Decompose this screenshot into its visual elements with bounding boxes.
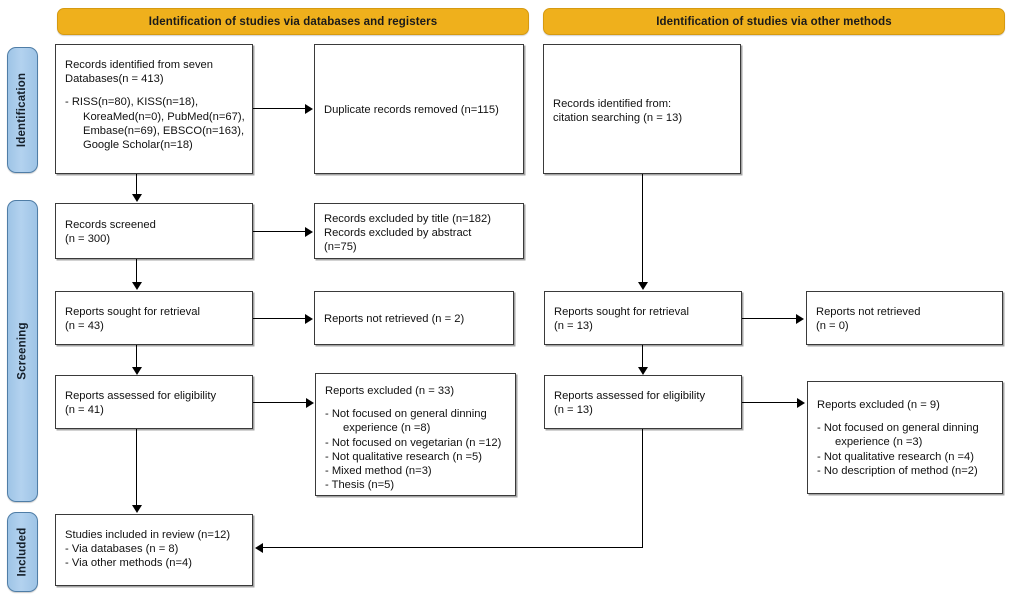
reports-not-retrieved-db-line1: Reports not retrieved (n = 2) (324, 313, 465, 325)
reports-sought-other-line2: (n = 13) (554, 320, 593, 333)
arrowhead-other-to-included (255, 543, 263, 553)
box-reports-assessed-other: Reports assessed for eligibility (n = 13… (544, 375, 742, 429)
reports-assessed-other-line2: (n = 13) (554, 404, 593, 417)
reports-excluded-other-item-2: - Not qualitative research (n =4) (817, 450, 975, 463)
phase-identification-text: Identification (16, 72, 29, 148)
reports-sought-db-line2: (n = 43) (65, 320, 104, 333)
arrowhead-assessed-to-excluded-db (306, 398, 314, 408)
reports-excluded-other-item-1: experience (n =3) (835, 436, 923, 449)
box-reports-not-retrieved-other: Reports not retrieved (n = 0) (806, 291, 1003, 345)
reports-excluded-db-heading: Reports excluded (n = 33) (325, 385, 455, 397)
banner-other-methods: Identification of studies via other meth… (543, 8, 1005, 35)
records-identified-line2: Databases(n = 413) (65, 73, 164, 86)
records-identified-detail4: Google Scholar(n=18) (83, 139, 193, 152)
connector-identified-other-to-sought (642, 174, 644, 284)
box-reports-not-retrieved-databases: Reports not retrieved (n = 2) (314, 291, 514, 345)
box-reports-assessed-databases: Reports assessed for eligibility (n = 41… (55, 375, 253, 429)
reports-excluded-db-item-0: - Not focused on general dinning (325, 408, 487, 421)
arrowhead-assessed-to-included (132, 505, 142, 513)
connector-screened-to-excluded (253, 231, 305, 233)
records-excluded-line3: (n=75) (324, 241, 357, 254)
connector-identified-to-duplicates (253, 108, 305, 110)
reports-not-retrieved-other-line1: Reports not retrieved (816, 306, 921, 318)
reports-excluded-other-item-0: - Not focused on general dinning (817, 422, 979, 435)
phase-included-text: Included (16, 527, 29, 577)
arrowhead-assessed-to-excluded-other (797, 398, 805, 408)
arrowhead-identified-to-screened (132, 194, 142, 202)
duplicates-removed-line1: Duplicate records removed (n=115) (324, 104, 499, 116)
box-duplicate-records-removed: Duplicate records removed (n=115) (314, 44, 524, 174)
box-studies-included: Studies included in review (n=12) - Via … (55, 514, 253, 586)
records-identified-line1: Records identified from seven (65, 59, 213, 71)
reports-excluded-db-item-3: - Not qualitative research (n =5) (325, 450, 483, 463)
banner-other-label: Identification of studies via other meth… (656, 15, 892, 28)
records-excluded-line1: Records excluded by title (n=182) (324, 213, 491, 225)
reports-assessed-db-line1: Reports assessed for eligibility (65, 390, 217, 402)
box-records-excluded: Records excluded by title (n=182) Record… (314, 203, 524, 259)
reports-not-retrieved-other-line2: (n = 0) (816, 320, 849, 333)
reports-excluded-other-heading: Reports excluded (n = 9) (817, 399, 940, 411)
reports-excluded-db-item-2: - Not focused on vegetarian (n =12) (325, 436, 502, 449)
records-identified-detail3: Embase(n=69), EBSCO(n=163), (83, 124, 245, 137)
phase-label-identification: Identification (7, 47, 38, 173)
studies-included-line2: - Via databases (n = 8) (65, 543, 179, 556)
connector-assessed-to-excluded-other (742, 402, 797, 404)
reports-excluded-other-item-3: - No description of method (n=2) (817, 464, 978, 477)
box-reports-excluded-other: Reports excluded (n = 9) - Not focused o… (807, 381, 1003, 494)
banner-databases-label: Identification of studies via databases … (148, 15, 438, 28)
connector-screened-to-sought (136, 259, 138, 284)
reports-excluded-db-item-5: - Thesis (n=5) (325, 479, 395, 492)
arrowhead-identified-other-to-sought (638, 282, 648, 290)
records-screened-line1: Records screened (65, 219, 156, 231)
connector-sought-to-notretrieved-other (742, 318, 796, 320)
box-reports-sought-databases: Reports sought for retrieval (n = 43) (55, 291, 253, 345)
records-excluded-line2: Records excluded by abstract (324, 227, 472, 240)
connector-assessed-to-included (136, 429, 138, 508)
connector-other-to-included-horizontal (263, 547, 643, 549)
box-reports-sought-other: Reports sought for retrieval (n = 13) (544, 291, 742, 345)
reports-excluded-db-item-1: experience (n =8) (343, 422, 431, 435)
arrowhead-screened-to-excluded (305, 227, 313, 237)
records-identified-detail1: - RISS(n=80), KISS(n=18), (65, 96, 199, 109)
connector-identified-to-screened (136, 174, 138, 196)
connector-sought-to-assessed-other (642, 345, 644, 369)
phase-label-included: Included (7, 512, 38, 592)
arrowhead-sought-to-notretrieved-other (796, 314, 804, 324)
reports-excluded-db-item-4: - Mixed method (n=3) (325, 465, 432, 478)
phase-screening-text: Screening (16, 322, 29, 380)
connector-sought-to-assessed-db (136, 345, 138, 369)
phase-label-screening: Screening (7, 200, 38, 502)
box-records-identified-other: Records identified from: citation search… (543, 44, 741, 174)
arrowhead-sought-to-notretrieved-db (305, 314, 313, 324)
studies-included-line3: - Via other methods (n=4) (65, 557, 192, 570)
banner-databases-registers: Identification of studies via databases … (57, 8, 529, 35)
arrowhead-sought-to-assessed-db (132, 367, 142, 375)
records-identified-detail2: KoreaMed(n=0), PubMed(n=67), (83, 110, 245, 123)
connector-sought-to-notretrieved-db (253, 318, 305, 320)
reports-assessed-other-line1: Reports assessed for eligibility (554, 390, 706, 402)
arrowhead-sought-to-assessed-other (638, 367, 648, 375)
arrowhead-screened-to-sought (132, 282, 142, 290)
reports-sought-db-line1: Reports sought for retrieval (65, 306, 200, 318)
connector-other-to-included-vertical (642, 429, 644, 548)
records-identified-other-line2: citation searching (n = 13) (553, 112, 683, 125)
reports-sought-other-line1: Reports sought for retrieval (554, 306, 689, 318)
arrowhead-identified-to-duplicates (305, 104, 313, 114)
box-reports-excluded-databases: Reports excluded (n = 33) - Not focused … (315, 373, 516, 496)
studies-included-line1: Studies included in review (n=12) (65, 529, 231, 541)
connector-assessed-to-excluded-db (253, 402, 306, 404)
box-records-identified-databases: Records identified from seven Databases(… (55, 44, 253, 174)
reports-assessed-db-line2: (n = 41) (65, 404, 104, 417)
box-records-screened: Records screened (n = 300) (55, 203, 253, 259)
records-screened-line2: (n = 300) (65, 233, 111, 246)
records-identified-other-line1: Records identified from: (553, 98, 672, 110)
